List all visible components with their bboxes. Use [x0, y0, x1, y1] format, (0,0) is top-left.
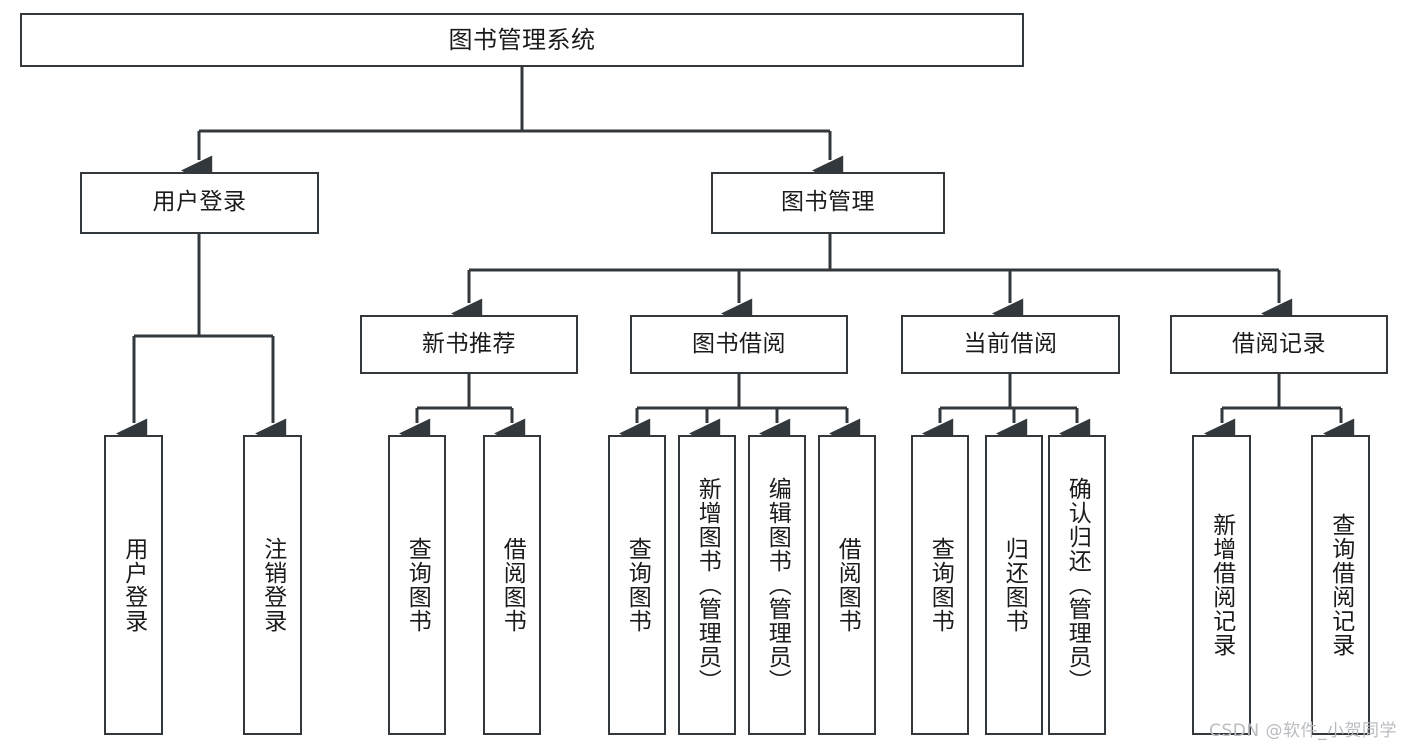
- node-user-login[interactable]: 用户登录: [80, 172, 319, 234]
- leaf-node-label: 注销登录: [259, 537, 286, 633]
- leaf-node-label: 编辑图书（管理员）: [764, 477, 791, 693]
- node-root[interactable]: 图书管理系统: [20, 13, 1024, 67]
- node-book-borrow[interactable]: 图书借阅: [630, 315, 848, 374]
- leaf-node[interactable]: 新增图书（管理员）: [678, 435, 736, 735]
- leaf-node-label: 确认归还（管理员）: [1064, 477, 1091, 693]
- leaf-node-label: 查询图书: [927, 537, 954, 633]
- leaf-node-label: 新增图书（管理员）: [694, 477, 721, 693]
- leaf-node[interactable]: 归还图书: [985, 435, 1043, 735]
- node-book-management[interactable]: 图书管理: [711, 172, 945, 234]
- watermark: CSDN @软件_小贺同学: [1209, 721, 1397, 741]
- leaf-node[interactable]: 确认归还（管理员）: [1048, 435, 1106, 735]
- leaf-node[interactable]: 用户登录: [104, 435, 163, 735]
- node-user-login-label: 用户登录: [152, 189, 247, 216]
- leaf-node[interactable]: 查询借阅记录: [1311, 435, 1370, 735]
- leaf-node[interactable]: 查询图书: [608, 435, 666, 735]
- leaf-node[interactable]: 编辑图书（管理员）: [748, 435, 806, 735]
- leaf-node[interactable]: 注销登录: [243, 435, 302, 735]
- node-current-borrow[interactable]: 当前借阅: [901, 315, 1120, 374]
- leaf-node-label: 新增借阅记录: [1208, 513, 1235, 657]
- leaf-node[interactable]: 查询图书: [388, 435, 446, 735]
- node-new-book-recommend-label: 新书推荐: [422, 330, 516, 357]
- leaf-node[interactable]: 新增借阅记录: [1192, 435, 1251, 735]
- leaf-node[interactable]: 借阅图书: [818, 435, 876, 735]
- node-book-borrow-label: 图书借阅: [692, 330, 786, 357]
- node-root-label: 图书管理系统: [448, 25, 596, 54]
- leaf-node[interactable]: 查询图书: [911, 435, 969, 735]
- leaf-node-label: 归还图书: [1001, 537, 1028, 633]
- leaf-node-label: 用户登录: [120, 537, 147, 633]
- node-book-management-label: 图书管理: [781, 189, 875, 216]
- leaf-node-label: 借阅图书: [499, 537, 526, 633]
- node-current-borrow-label: 当前借阅: [963, 330, 1058, 357]
- leaf-node-label: 查询借阅记录: [1327, 513, 1354, 657]
- leaf-node[interactable]: 借阅图书: [483, 435, 541, 735]
- node-borrow-record-label: 借阅记录: [1232, 330, 1326, 357]
- node-borrow-record[interactable]: 借阅记录: [1170, 315, 1388, 374]
- node-new-book-recommend[interactable]: 新书推荐: [360, 315, 578, 374]
- leaf-node-label: 借阅图书: [834, 537, 861, 633]
- leaf-node-label: 查询图书: [404, 537, 431, 633]
- leaf-node-label: 查询图书: [624, 537, 651, 633]
